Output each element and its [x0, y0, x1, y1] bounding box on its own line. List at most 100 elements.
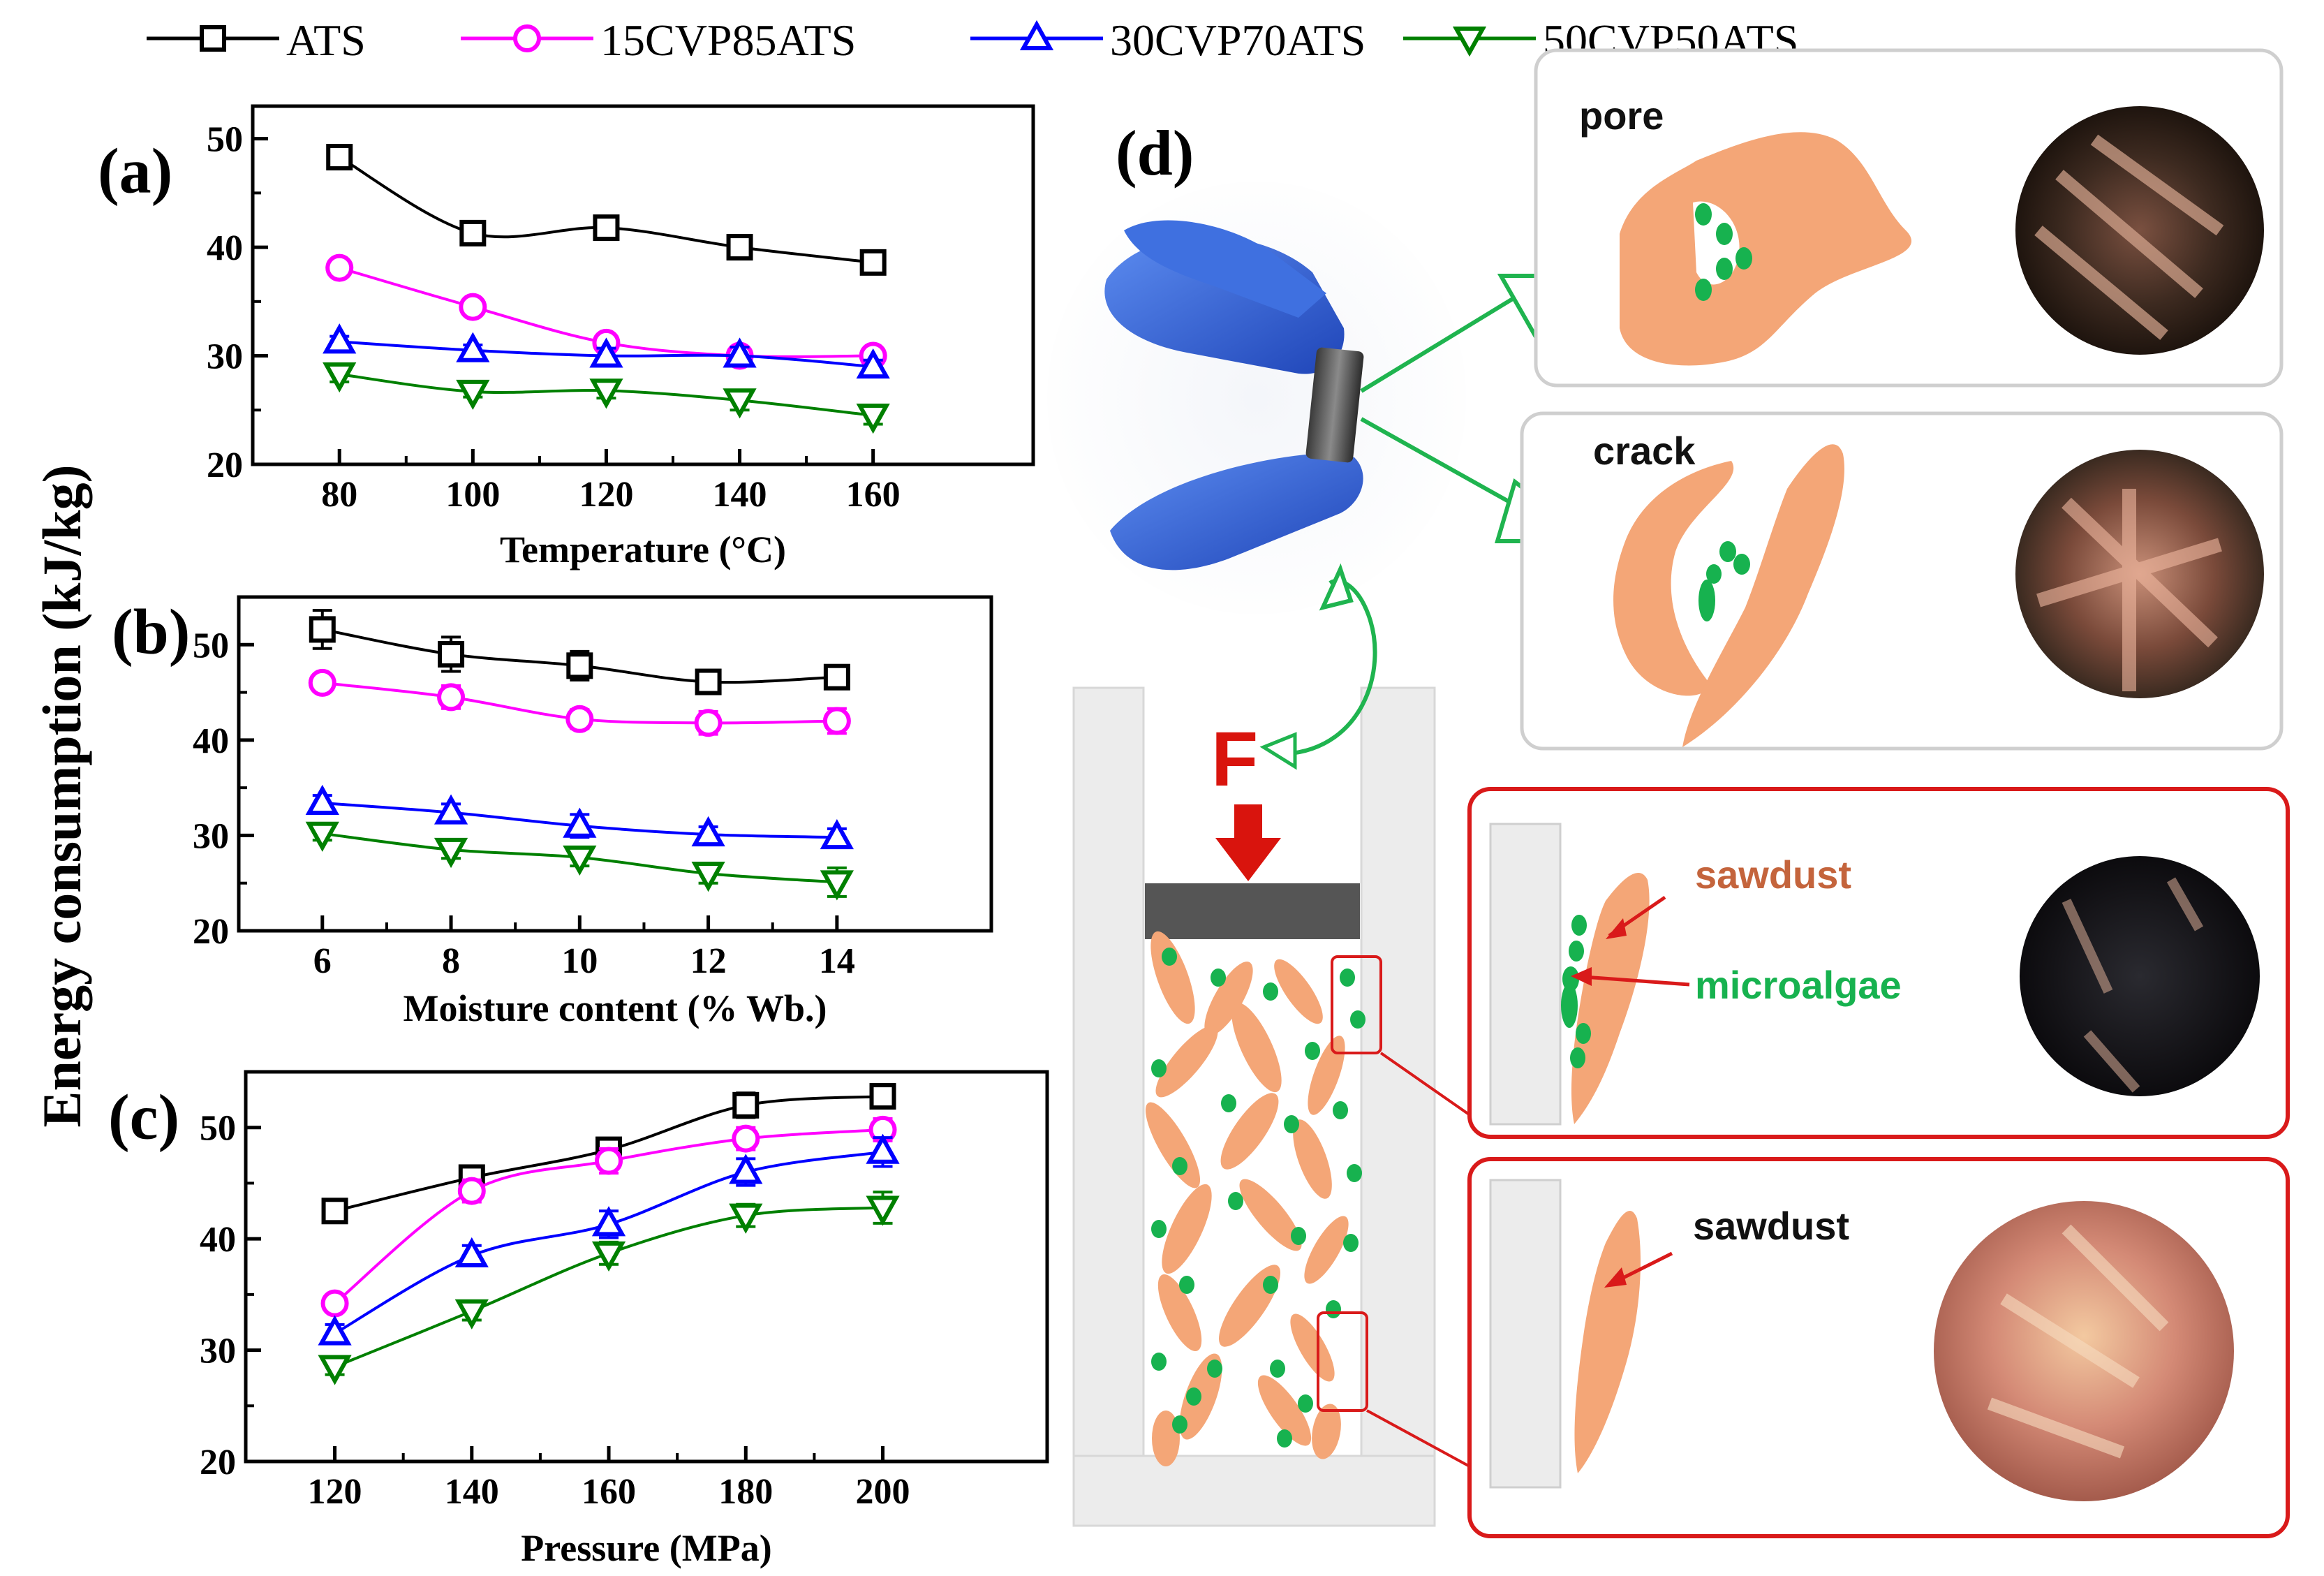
data-point: [591, 1206, 626, 1237]
x-tick-label: 12: [690, 941, 727, 981]
microalgae-dot: [1347, 1164, 1362, 1182]
legend-marker: [1019, 20, 1054, 50]
data-point: [566, 652, 593, 679]
legend-item: ATS: [147, 15, 366, 65]
data-point: [695, 668, 722, 695]
microalgae-dot: [1228, 1192, 1243, 1210]
x-tick-label: 160: [582, 1472, 636, 1512]
microalgae-dot: [1211, 969, 1226, 987]
data-point: [856, 404, 890, 434]
crack-box: crack: [1520, 411, 2284, 751]
glove-lower-finger: [1110, 454, 1363, 570]
series-50CVP50ATS: [305, 821, 854, 901]
plot-frame: [244, 1070, 1049, 1464]
piston: [1145, 883, 1360, 939]
x-axis-label: Pressure (MPa): [521, 1527, 771, 1569]
force-arrow: [1215, 804, 1281, 881]
legend-item: 15CVP85ATS: [461, 15, 856, 65]
data-point: [859, 249, 887, 276]
microalgae-dot: [1291, 1227, 1306, 1245]
x-tick-label: 160: [846, 475, 901, 515]
data-point: [565, 705, 594, 733]
y-tick-label: 20: [207, 445, 243, 485]
microalgae-dot: [1207, 1360, 1222, 1378]
photo-4-fibers: [1987, 1224, 2169, 1459]
mold-assembly: F: [1072, 563, 1474, 1527]
series-15CVP85ATS: [308, 668, 851, 737]
data-point: [456, 379, 490, 410]
data-point: [820, 819, 854, 850]
sawdust-chip: [1204, 962, 1253, 1036]
y-tick-label: 30: [193, 816, 229, 856]
data-point: [726, 234, 753, 261]
x-tick-label: 120: [308, 1472, 362, 1512]
microalgae-dot: [1277, 1429, 1292, 1448]
legend-label: ATS: [286, 15, 366, 65]
hand-pellet-photo: [1047, 182, 1466, 614]
microalgae-dot: [1284, 1115, 1299, 1133]
data-point: [323, 362, 357, 393]
zoom-box-sawdust: sawdust: [1467, 1157, 2290, 1538]
pore-label: pore: [1579, 94, 1664, 138]
x-tick-label: 80: [321, 475, 357, 515]
microalgae-dot: [1333, 1101, 1348, 1119]
microalgae-dot: [1270, 1360, 1285, 1378]
data-point: [723, 337, 757, 368]
microalgae-dot: [1343, 1234, 1359, 1252]
sawdust-chip: [1304, 1216, 1349, 1284]
data-point: [438, 640, 465, 668]
sawdust-chip: [1312, 1404, 1341, 1459]
microalgae-label: microalgae: [1695, 963, 1902, 1007]
y-tick-label: 40: [200, 1220, 236, 1260]
pore-microalgae: [1695, 203, 1752, 301]
zoom-sawdust-1: [1571, 873, 1650, 1124]
sawdust-chip: [1257, 1375, 1312, 1446]
series-line: [339, 156, 873, 264]
data-point: [454, 1299, 489, 1330]
y-tick-label: 20: [193, 912, 229, 952]
sawdust-chip: [1218, 1265, 1281, 1347]
series-50CVP50ATS: [323, 362, 890, 434]
photo-1-fibers: [2034, 134, 2224, 340]
x-tick-label: 180: [718, 1472, 773, 1512]
microalgae-dot: [1305, 1042, 1320, 1060]
y-tick-label: 20: [200, 1443, 236, 1482]
packed-biomass: [1145, 931, 1365, 1466]
highlight-top: [1331, 955, 1382, 1054]
data-point: [589, 378, 623, 409]
pore-box: pore: [1534, 48, 2284, 388]
x-tick-label: 140: [713, 475, 767, 515]
mold-base: [1072, 1455, 1436, 1527]
series-ATS: [326, 144, 887, 276]
plot-frame: [237, 595, 993, 933]
data-point: [723, 388, 757, 419]
sawdust-chip: [1145, 1102, 1201, 1188]
zoom-microalgae: [1561, 915, 1591, 1068]
legend-marker: [513, 24, 541, 52]
crack-label: crack: [1593, 429, 1696, 473]
highlight-bottom: [1317, 1311, 1368, 1412]
series-50CVP50ATS: [318, 1191, 900, 1385]
shared-y-axis-label: Energy consumption (kJ/kg): [31, 464, 92, 1127]
x-axis-label: Moisture content (% Wb.): [404, 987, 827, 1029]
y-tick-label: 30: [207, 337, 243, 377]
data-point: [325, 253, 354, 282]
panel-d-label: (d): [1116, 117, 1194, 189]
x-tick-label: 10: [561, 941, 598, 981]
sawdust-chip: [1290, 1313, 1335, 1382]
y-tick-label: 50: [200, 1109, 236, 1149]
photo-2-fibers: [2036, 489, 2222, 691]
microalgae-dot: [1179, 1276, 1194, 1294]
microalgae-dot: [1172, 1157, 1187, 1175]
microalgae-dot: [1172, 1415, 1187, 1434]
data-point: [459, 219, 487, 246]
microalgae-dot: [1350, 1010, 1365, 1029]
data-point: [437, 683, 466, 712]
series-ATS: [309, 609, 850, 695]
sawdust-label: sawdust: [1695, 853, 1851, 897]
crack-sawdust-right: [1682, 444, 1844, 747]
